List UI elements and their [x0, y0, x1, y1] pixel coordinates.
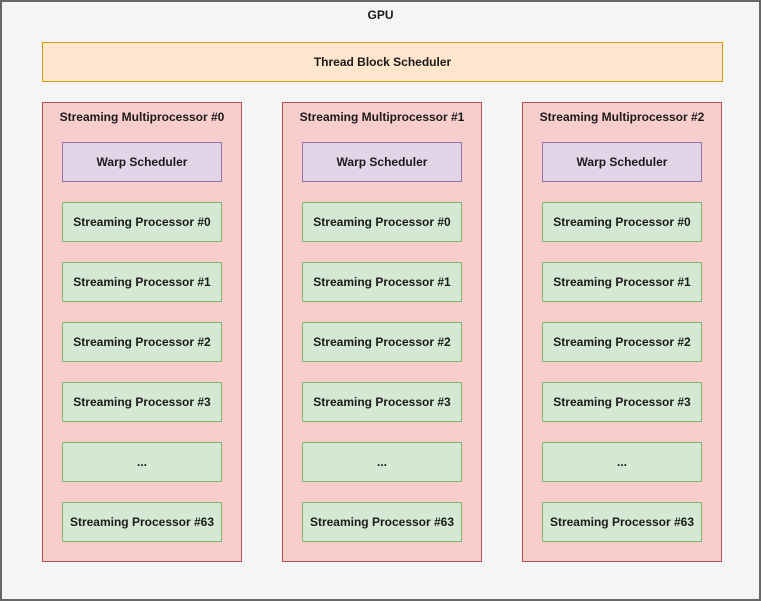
streaming-processor-box: Streaming Processor #0	[302, 202, 462, 242]
warp-scheduler-label: Warp Scheduler	[336, 155, 428, 169]
streaming-processor-box: Streaming Processor #3	[62, 382, 222, 422]
thread-block-scheduler-label: Thread Block Scheduler	[313, 55, 452, 69]
streaming-processor-box: Streaming Processor #3	[302, 382, 462, 422]
gpu-title-label: GPU	[367, 8, 394, 22]
streaming-multiprocessor-2-box: Streaming Multiprocessor #2 Warp Schedul…	[522, 102, 722, 562]
warp-scheduler-label: Warp Scheduler	[96, 155, 188, 169]
streaming-processor-box: Streaming Processor #1	[542, 262, 702, 302]
streaming-processor-box: Streaming Processor #0	[542, 202, 702, 242]
streaming-multiprocessor-0-box: Streaming Multiprocessor #0 Warp Schedul…	[42, 102, 242, 562]
streaming-processor-box: Streaming Processor #63	[302, 502, 462, 542]
streaming-multiprocessor-1-title: Streaming Multiprocessor #1	[299, 110, 465, 124]
warp-scheduler-box: Warp Scheduler	[302, 142, 462, 182]
streaming-processor-box: Streaming Processor #63	[62, 502, 222, 542]
streaming-processor-box: Streaming Processor #0	[62, 202, 222, 242]
streaming-processor-ellipsis-box: ...	[302, 442, 462, 482]
streaming-multiprocessor-1-box: Streaming Multiprocessor #1 Warp Schedul…	[282, 102, 482, 562]
streaming-multiprocessor-0-title: Streaming Multiprocessor #0	[59, 110, 225, 124]
streaming-processor-box: Streaming Processor #63	[542, 502, 702, 542]
streaming-processor-box: Streaming Processor #2	[302, 322, 462, 362]
streaming-processor-ellipsis-box: ...	[542, 442, 702, 482]
streaming-processor-box: Streaming Processor #3	[542, 382, 702, 422]
thread-block-scheduler-box: Thread Block Scheduler	[42, 42, 723, 82]
streaming-processor-box: Streaming Processor #1	[302, 262, 462, 302]
streaming-processor-box: Streaming Processor #1	[62, 262, 222, 302]
streaming-processor-box: Streaming Processor #2	[62, 322, 222, 362]
warp-scheduler-label: Warp Scheduler	[576, 155, 668, 169]
streaming-multiprocessor-2-title: Streaming Multiprocessor #2	[539, 110, 705, 124]
streaming-processor-box: Streaming Processor #2	[542, 322, 702, 362]
streaming-processor-ellipsis-box: ...	[62, 442, 222, 482]
warp-scheduler-box: Warp Scheduler	[62, 142, 222, 182]
warp-scheduler-box: Warp Scheduler	[542, 142, 702, 182]
